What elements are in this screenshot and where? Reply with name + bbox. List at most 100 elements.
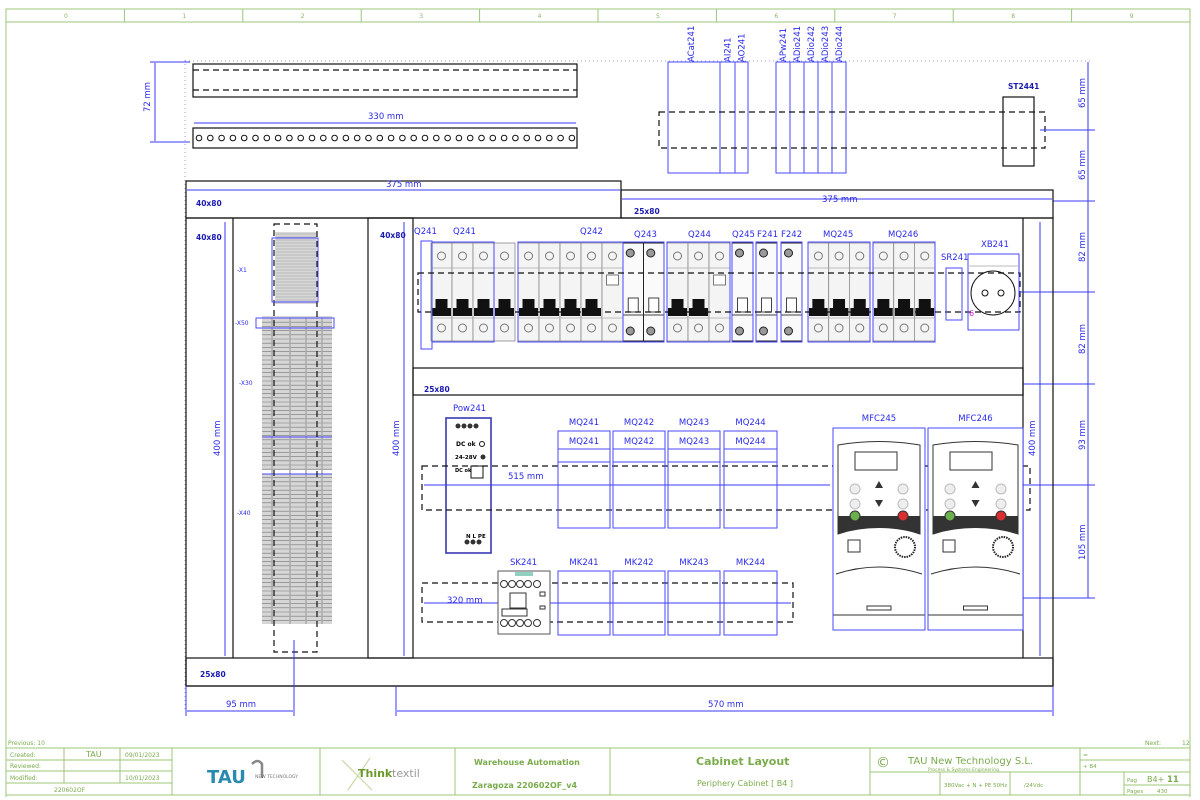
contactor-mk[interactable] [557,570,611,636]
xb241-socket[interactable]: 6 XB241 [967,240,1023,331]
breaker-pole[interactable] [828,242,850,342]
breaker-pole[interactable] [622,242,644,342]
created-label: Created: [10,752,36,759]
breaker-pole[interactable] [580,242,603,342]
io-module[interactable] [719,61,736,174]
breaker-pole[interactable] [517,242,540,342]
contactor-mk[interactable] [723,570,778,636]
breaker-pole[interactable] [643,242,665,342]
breaker-f241[interactable] [755,241,778,343]
grid-column-label: 0 [64,13,68,20]
contactor-mk[interactable] [612,570,666,636]
io-module[interactable] [667,61,721,174]
logo-subtext: NEW TECHNOLOGY [255,774,298,780]
duct-size-label: 40x80 [196,199,222,208]
duct-size-label: 40x80 [196,233,222,242]
contactor-mq[interactable] [667,430,721,529]
breaker-pole[interactable] [708,242,731,342]
breaker-q243[interactable] [622,241,665,343]
io-module[interactable] [734,61,749,174]
sr241-relay[interactable]: SR241 [941,253,969,321]
power-supply-pow241[interactable]: Pow241 DC ok 24-28V DC ok N L PE [445,404,492,554]
vfd-mfc245[interactable]: MFC245 [832,414,926,631]
breaker-q245[interactable] [731,241,754,343]
rj45-port-icon [847,539,861,553]
contactor-mq[interactable] [723,430,778,529]
screw-icon [479,323,488,333]
vfd-label: MFC245 [862,414,896,424]
page-number: 11 [1167,775,1179,785]
breaker-pole[interactable] [601,242,624,342]
duct-top-left: 375 mm 40x80 [185,180,622,219]
screw-icon [673,323,682,333]
breaker-mq246[interactable] [872,241,936,343]
xb241-label: XB241 [981,240,1009,250]
contactor-label: MK242 [624,558,653,568]
created-by: TAU [85,750,102,759]
toggle-icon [564,299,577,309]
toggle-icon [918,299,931,309]
breaker-pole[interactable] [914,242,936,342]
io-module[interactable] [831,61,847,174]
stop-button-icon [995,510,1007,522]
breaker-pole[interactable] [559,242,582,342]
breaker-q241[interactable] [431,241,495,343]
vfd-mfc246[interactable]: MFC246 [927,414,1024,631]
contactor-mq[interactable] [612,430,666,529]
screw-icon [920,251,930,261]
breaker-q241a[interactable] [420,240,433,350]
screw-icon [608,251,617,261]
toggle-base [495,308,514,316]
toggle-base [474,308,493,316]
test-button-icon [606,274,619,286]
project-code: 220602OF [54,787,86,794]
breaker-pole[interactable] [893,242,915,342]
io-module[interactable] [803,61,819,174]
breaker-pole[interactable] [687,242,710,342]
safety-relay-sk241[interactable]: SK241 [497,558,551,635]
pole-body [643,242,665,342]
tau-logo: TAU NEW TECHNOLOGY [207,759,298,788]
io-module[interactable] [817,61,833,174]
contactor-label: MK243 [679,558,708,568]
contactor-inner-label: MQ244 [735,437,765,447]
io-module[interactable] [775,61,791,174]
page-label: Pag [1127,778,1137,784]
pole-body [780,242,803,342]
breaker-mq245[interactable] [807,241,871,343]
terminal-label: -X40 [237,510,251,517]
breaker-pole[interactable] [755,242,778,342]
io-module[interactable] [789,61,805,174]
down-arrow-icon [875,500,883,507]
contactor-mk[interactable] [667,570,721,636]
vfd-vent [963,605,988,611]
breaker-pole[interactable] [780,242,803,342]
breaker-pole[interactable] [538,242,561,342]
st2441-module[interactable] [1002,96,1035,167]
contactor-mq[interactable] [557,430,611,529]
breaker-pole[interactable] [472,242,495,342]
breaker-pole[interactable] [451,242,474,342]
breaker-q244[interactable] [666,241,731,343]
grid-column-label: 9 [1130,13,1134,20]
terminal-group-x1[interactable] [271,237,319,303]
modified-date: 10/01/2023 [125,775,160,782]
breaker-pole[interactable] [731,242,754,342]
breaker-pole[interactable] [493,242,516,342]
breaker-pole[interactable] [849,242,871,342]
pole-body [601,242,624,342]
toggle-icon [435,299,448,309]
grid-column-label: 3 [419,13,423,20]
previous-page[interactable]: Previous: 10 [8,740,45,747]
breaker-pole[interactable] [807,242,830,342]
breaker-pole[interactable] [872,242,895,342]
vfd-bbox [832,427,926,631]
breaker-pole[interactable] [430,242,453,342]
terminal-group-x50[interactable] [255,317,335,329]
up-arrow-icon [875,481,883,488]
breaker-f242[interactable] [780,241,803,343]
breaker-pole[interactable] [666,242,689,342]
next-page[interactable]: 12 [1182,740,1190,747]
screw-icon [694,323,703,333]
